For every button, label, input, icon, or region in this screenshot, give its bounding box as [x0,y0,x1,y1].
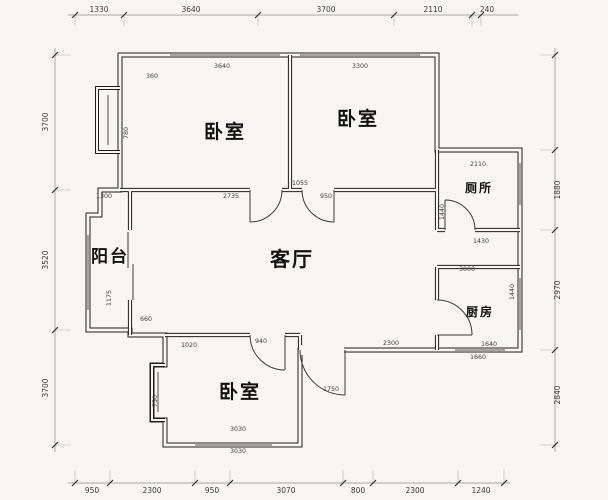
dimension-label: 780 [123,127,130,139]
dimension-chain-lines [51,11,559,487]
room-label-kitchen: 厨房 [466,304,494,319]
dimension-label: 2110 [423,5,442,14]
dimension-label: 3030 [230,448,246,455]
interior-walls [120,55,520,350]
dimension-label: 750 [152,395,159,407]
entrance-opening [301,345,344,355]
dimension-label: 1240 [471,486,490,495]
dimension-label: 3070 [276,486,295,495]
dimension-label: 1055 [292,180,308,187]
dimension-label: 1880 [553,180,562,199]
dimension-label: 1440 [509,284,516,300]
dimension-label: 1020 [181,342,197,349]
dimension-label: 3700 [316,5,335,14]
dimension-label: 2300 [405,486,424,495]
dimension-label: 3030 [230,426,246,433]
dimension-labels-layer: 1330 3640 3700 2110 240 3700 3520 3700 1880 2970 2… [41,5,562,495]
dimension-label: 1300 [96,193,112,200]
dimension-label: 3640 [214,63,230,70]
dimension-label: 1660 [470,354,486,361]
dimension-label: 1430 [473,238,489,245]
dimension-label: 3640 [181,5,200,14]
room-label-living-room: 客厅 [269,247,314,271]
dimension-label: 3520 [41,250,50,269]
dimension-label: 1330 [89,5,108,14]
dimension-label: 1175 [106,290,113,306]
dimension-label: 3700 [41,112,50,131]
dimension-label: 3700 [41,378,50,397]
dimension-label: 360 [146,73,158,80]
room-label-bedroom-top-left: 卧室 [204,120,246,143]
dimension-label: 2110 [470,161,486,168]
door-swings [127,189,476,396]
dimension-label: 940 [255,338,267,345]
room-label-toilet: 厕所 [465,180,493,195]
dimension-label: 950 [205,486,220,495]
room-label-balcony: 阳台 [91,246,129,267]
dimension-label: 1750 [323,386,339,393]
dimension-label: 240 [480,5,495,14]
dimension-label: 2300 [383,340,399,347]
windows [87,54,521,446]
dimension-label: 1440 [439,204,446,220]
dimension-label: 2300 [142,486,161,495]
dimension-label: 3000 [459,266,475,273]
dimension-label: 2970 [553,280,562,299]
dimension-label: 1640 [481,341,497,348]
bay-windows [95,86,165,422]
dimension-label: 950 [85,486,100,495]
dimension-label: 2840 [553,385,562,404]
room-labels-layer: 卧室卧室阳台客厅厕所厨房卧室 [91,107,494,403]
dimension-label: 800 [351,486,366,495]
room-label-bedroom-top-right: 卧室 [337,107,379,130]
dimension-label: 950 [320,193,332,200]
dimension-label: 660 [140,316,152,323]
dimension-label: 2735 [223,193,239,200]
dimension-label: 3300 [352,63,368,70]
room-label-bedroom-bottom: 卧室 [219,380,261,403]
